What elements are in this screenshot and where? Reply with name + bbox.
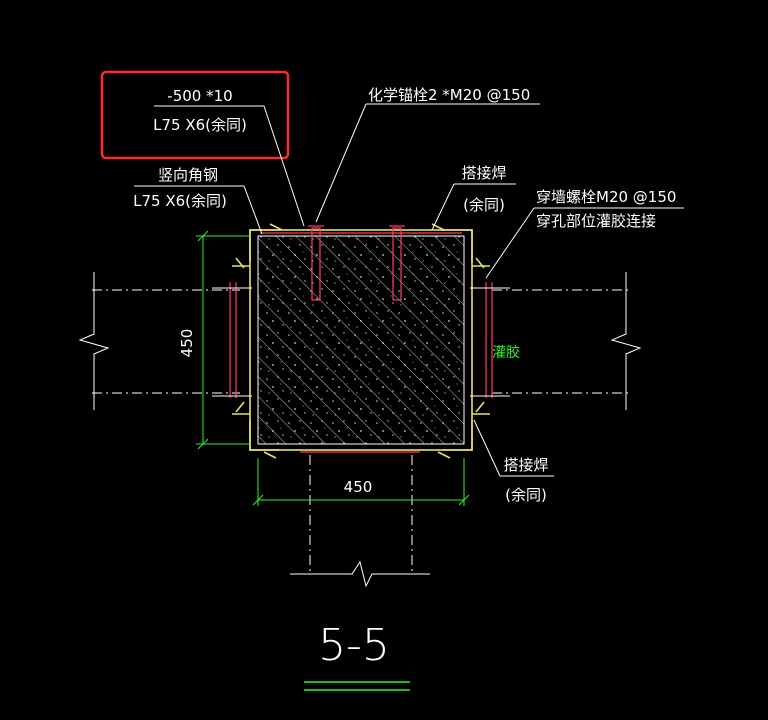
plate-callout-size: -500 *10 [167, 87, 232, 105]
anchor-callout-label: 化学锚栓2 *M20 @150 [368, 86, 530, 104]
through-bolt-label: 穿墙螺栓M20 @150 [536, 188, 676, 206]
lap-weld-top-label: 搭接焊 [461, 164, 506, 182]
vertical-angle-leader [243, 185, 263, 235]
highlight-box [100, 70, 290, 160]
lap-weld-top-leader [431, 183, 455, 231]
vertical-angle-size: L75 X6(余同) [133, 192, 227, 210]
dimension-horizontal-label: 450 [344, 478, 373, 496]
through-wall-bolts [212, 287, 510, 397]
plate-callout-angle: L75 X6(余同) [153, 116, 247, 134]
through-bolt-note: 穿孔部位灌胶连接 [536, 212, 656, 230]
lower-wall-outline [290, 455, 430, 588]
wall-outline [78, 272, 642, 410]
steel-jacket [232, 223, 490, 459]
through-bolt-leader [485, 207, 535, 279]
vertical-angle-label: 竖向角钢 [158, 166, 218, 184]
chemical-anchors [308, 225, 405, 301]
dimension-vertical-label: 450 [178, 329, 196, 358]
dimension-horizontal [252, 458, 470, 506]
dimension-vertical [196, 230, 250, 450]
section-title: 5-5 [318, 620, 390, 671]
lap-weld-bottom-note: (余同) [505, 486, 547, 504]
concrete-column [257, 235, 465, 445]
plate-leader [263, 105, 305, 227]
lap-weld-bottom-label: 搭接焊 [503, 456, 548, 474]
lap-weld-bottom-leader [473, 419, 501, 477]
steel-plates [229, 232, 493, 453]
lap-weld-top-note: (余同) [463, 196, 505, 214]
anchor-leader [315, 103, 367, 223]
grout-label: 灌胶 [492, 344, 520, 361]
